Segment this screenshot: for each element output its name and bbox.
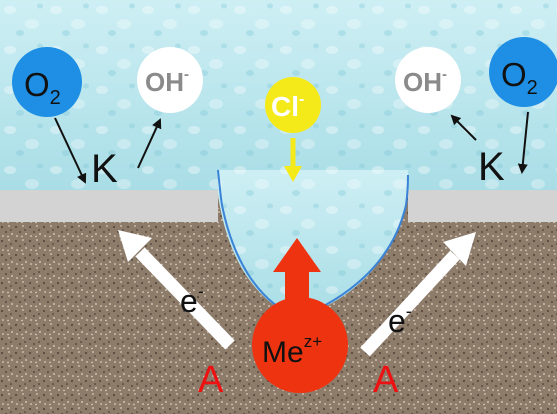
hydroxide-icon-right (395, 47, 461, 113)
metal-ion-label: Mez+ (262, 332, 322, 369)
anode-label-left: A (198, 359, 224, 401)
reaction-arrow-o2-right (517, 111, 529, 174)
passive-layer-left (0, 190, 218, 222)
anode-label-right: A (373, 359, 399, 401)
passive-layer-right (408, 190, 557, 222)
chloride-arrow (284, 138, 302, 182)
reaction-arrow-o2-left (54, 117, 87, 184)
cathode-label-left: K (91, 147, 118, 191)
hydroxide-label-left: OH- (145, 66, 189, 97)
oxygen-label-left: O2 (24, 66, 61, 109)
chloride-label: Cl- (271, 91, 304, 122)
electron-arrow-right (360, 232, 476, 357)
electron-arrow-left (118, 230, 235, 350)
metal-ion-icon (252, 297, 348, 393)
oxygen-label-right: O2 (501, 56, 538, 99)
reaction-arrow-oh-left (137, 118, 162, 169)
cathode-label-right: K (478, 145, 505, 189)
oxygen-icon-left (12, 47, 82, 117)
chloride-icon (265, 77, 321, 133)
electron-label-right: e- (388, 301, 412, 339)
hydroxide-label-right: OH- (403, 66, 447, 97)
electron-label-left: e- (180, 281, 204, 319)
hydroxide-icon-left (137, 47, 203, 113)
reaction-arrow-oh-right (450, 114, 477, 141)
oxygen-icon-right (489, 37, 557, 107)
